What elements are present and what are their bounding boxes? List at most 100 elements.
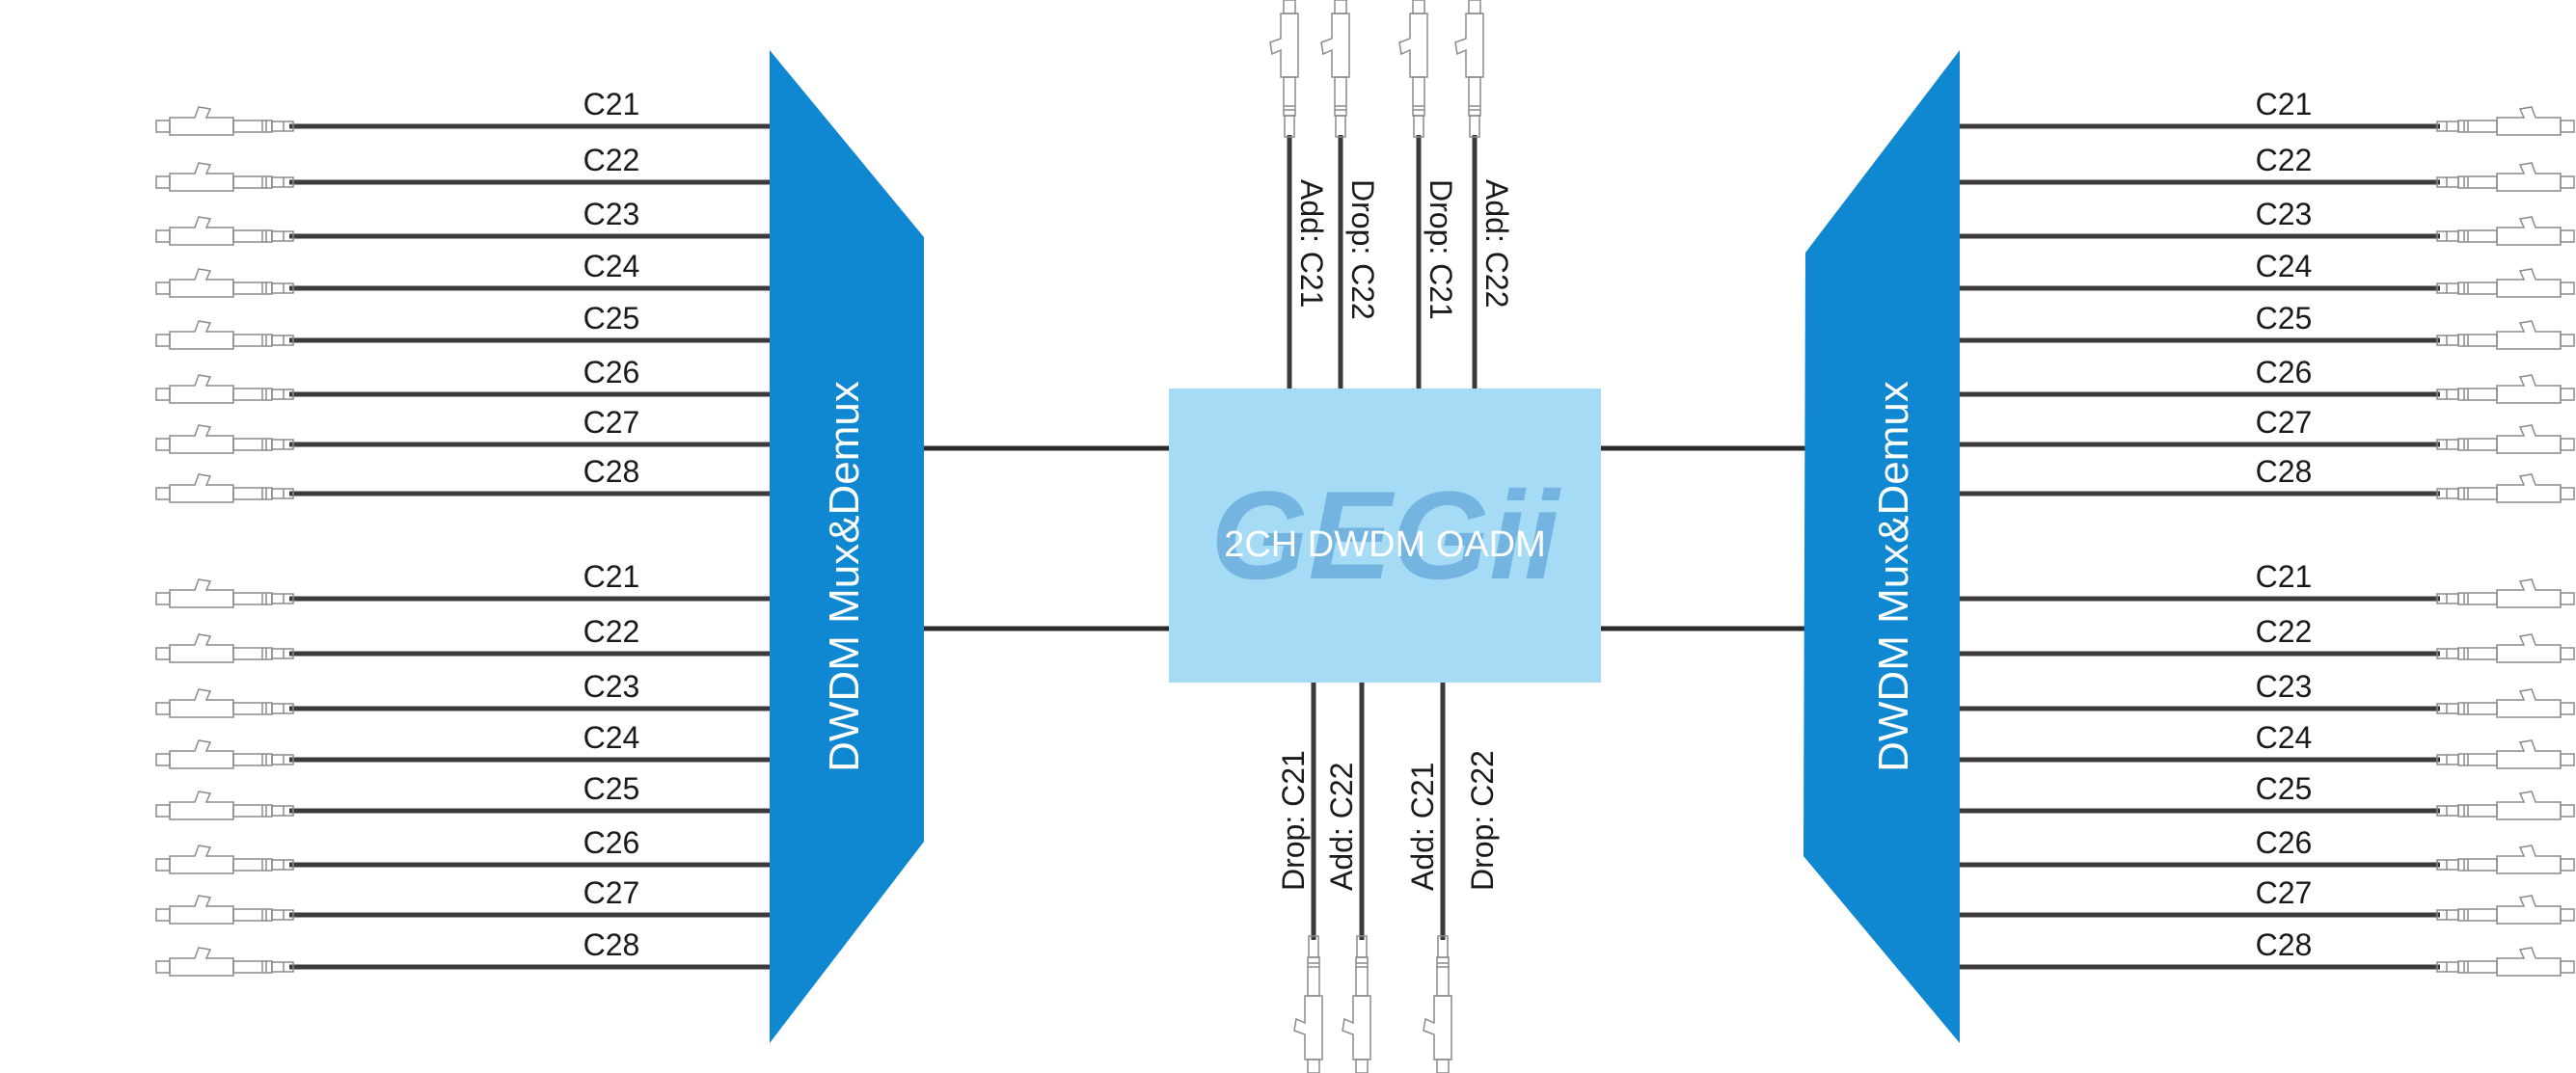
lc-fiber-connector-icon	[2436, 578, 2575, 608]
port-label: Add: C22	[1479, 179, 1514, 308]
channel-label: C28	[583, 454, 640, 489]
channel-label: C25	[2256, 301, 2313, 335]
oadm-module: GEGii 2CH DWDM OADM	[1169, 389, 1601, 683]
channel-port: C22	[1960, 143, 2575, 192]
port-label: Drop: C21	[1424, 179, 1458, 320]
channel-port: C24	[155, 720, 770, 769]
channel-label: C27	[2256, 875, 2313, 910]
channel-port: C25	[1960, 771, 2575, 820]
port-label: Add: C22	[1324, 763, 1359, 891]
channel-label: C23	[2256, 669, 2313, 704]
channel-port: C23	[1960, 669, 2575, 718]
lc-fiber-connector-icon	[2436, 633, 2575, 663]
lc-fiber-connector-icon	[2436, 895, 2575, 925]
channel-label: C25	[583, 301, 640, 335]
right-channel-fibers: C21C22C23C24C25C26C27C28C21C22C23C24C25C…	[1960, 87, 2575, 977]
channel-port: C21	[1960, 87, 2575, 136]
left-mux-demux: DWDM Mux&Demux	[770, 50, 924, 1043]
lc-fiber-connector-icon	[1423, 935, 1452, 1073]
channel-label: C27	[2256, 405, 2313, 440]
lc-fiber-connector-icon	[155, 268, 294, 298]
channel-port: C27	[1960, 875, 2575, 925]
lc-fiber-connector-icon	[155, 633, 294, 663]
channel-label: C26	[583, 825, 640, 860]
channel-port: C28	[155, 927, 770, 977]
channel-label: C21	[583, 87, 640, 121]
lc-fiber-connector-icon	[2436, 424, 2575, 454]
channel-port: C26	[155, 825, 770, 874]
port-label: Add: C21	[1405, 763, 1440, 891]
oadm-top-port: Drop: C22	[1320, 0, 1380, 389]
lc-fiber-connector-icon	[155, 162, 294, 192]
lc-fiber-connector-icon	[155, 688, 294, 718]
channel-label: C25	[583, 771, 640, 806]
port-label: Drop: C22	[1465, 750, 1500, 891]
left-channel-fibers: C21C22C23C24C25C26C27C28C21C22C23C24C25C…	[155, 87, 770, 977]
channel-port: C28	[1960, 454, 2575, 503]
lc-fiber-connector-icon	[1293, 935, 1323, 1073]
lc-fiber-connector-icon	[2436, 739, 2575, 769]
oadm-top-port: Add: C22	[1454, 0, 1514, 389]
lc-fiber-connector-icon	[155, 791, 294, 820]
channel-label: C23	[583, 669, 640, 704]
channel-port: C22	[155, 614, 770, 663]
lc-fiber-connector-icon	[2436, 268, 2575, 298]
channel-label: C22	[2256, 614, 2313, 649]
channel-label: C21	[583, 559, 640, 594]
channel-label: C26	[2256, 355, 2313, 389]
channel-port: C27	[155, 875, 770, 925]
channel-port: C25	[155, 771, 770, 820]
channel-port: C26	[1960, 355, 2575, 404]
channel-port: C26	[1960, 825, 2575, 874]
lc-fiber-connector-icon	[155, 845, 294, 874]
channel-label: C22	[2256, 143, 2313, 177]
port-label: Drop: C22	[1345, 179, 1380, 320]
channel-port: C22	[1960, 614, 2575, 663]
oadm-bottom-port	[1342, 683, 1371, 1073]
channel-port: C24	[1960, 720, 2575, 769]
lc-fiber-connector-icon	[1269, 0, 1299, 138]
channel-label: C23	[2256, 197, 2313, 231]
channel-port: C25	[155, 301, 770, 350]
channel-port: C25	[1960, 301, 2575, 350]
lc-fiber-connector-icon	[1398, 0, 1428, 138]
lc-fiber-connector-icon	[155, 895, 294, 925]
channel-label: C21	[2256, 559, 2313, 594]
lc-fiber-connector-icon	[155, 473, 294, 503]
channel-label: C27	[583, 875, 640, 910]
lc-fiber-connector-icon	[2436, 374, 2575, 404]
lc-fiber-connector-icon	[2436, 320, 2575, 350]
channel-label: C23	[583, 197, 640, 231]
lc-fiber-connector-icon	[155, 106, 294, 136]
lc-fiber-connector-icon	[2436, 162, 2575, 192]
channel-label: C24	[2256, 249, 2313, 283]
lc-fiber-connector-icon	[155, 374, 294, 404]
lc-fiber-connector-icon	[155, 424, 294, 454]
channel-label: C24	[583, 249, 640, 283]
lc-fiber-connector-icon	[2436, 947, 2575, 977]
channel-port: C24	[155, 249, 770, 298]
gezhi-logo-watermark: GEGii	[1210, 465, 1561, 605]
oadm-bottom-port	[1423, 683, 1452, 1073]
lc-fiber-connector-icon	[155, 739, 294, 769]
lc-fiber-connector-icon	[155, 216, 294, 246]
left-mux-body	[770, 50, 924, 1043]
channel-port: C22	[155, 143, 770, 192]
oadm-bottom-port	[1293, 683, 1323, 1073]
port-label: Add: C21	[1294, 179, 1329, 308]
left-mux-label: DWDM Mux&Demux	[821, 381, 868, 772]
channel-label: C25	[2256, 771, 2313, 806]
channel-port: C27	[155, 405, 770, 454]
channel-port: C23	[1960, 197, 2575, 246]
channel-label: C24	[583, 720, 640, 755]
lc-fiber-connector-icon	[2436, 688, 2575, 718]
channel-port: C23	[155, 197, 770, 246]
oadm-top-port: Drop: C21	[1398, 0, 1458, 389]
right-mux-label: DWDM Mux&Demux	[1870, 381, 1917, 772]
lc-fiber-connector-icon	[1320, 0, 1350, 138]
channel-port: C21	[155, 559, 770, 608]
lc-fiber-connector-icon	[2436, 845, 2575, 874]
lc-fiber-connector-icon	[2436, 216, 2575, 246]
